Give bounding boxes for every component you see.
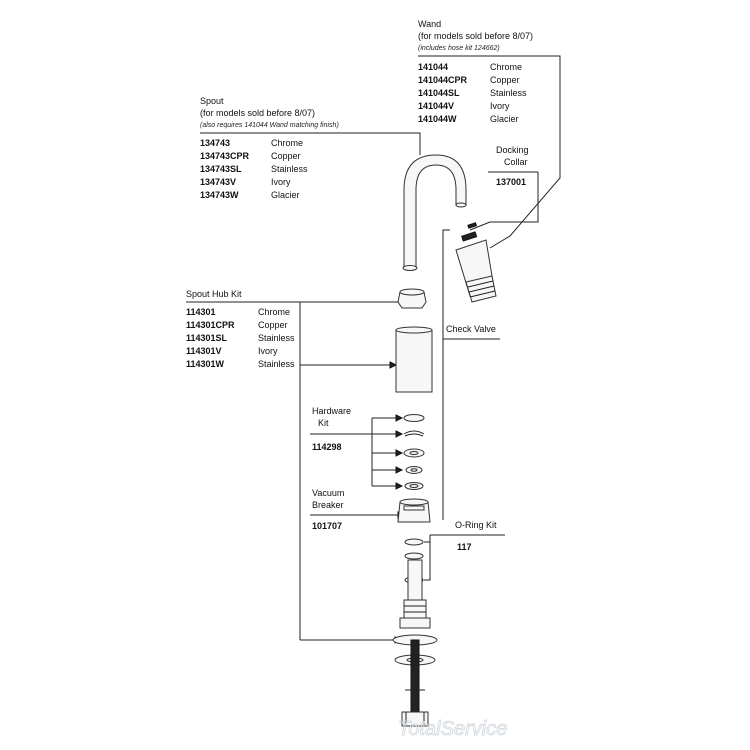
spout-hub-kit-label-group: Spout Hub Kit 114301 Chrome 114301CPR Co… <box>186 289 295 369</box>
watermark-logo: TotalService <box>398 718 507 740</box>
docking-collar-label-group: Docking Collar 137001 <box>488 145 538 187</box>
wand-subnote: (includes hose kit 124662) <box>418 45 500 52</box>
spout-hub-kit-title: Spout Hub Kit <box>186 289 242 299</box>
vacuum-breaker-title: Vacuum <box>312 488 344 498</box>
spout-hub-part-num: 114301SL <box>186 333 228 343</box>
spout-part-finish: Ivory <box>271 177 291 187</box>
vacuum-breaker-part-num: 101707 <box>312 521 342 531</box>
wand-label-group: Wand (for models sold before 8/07) (incl… <box>418 19 538 124</box>
wand-part-num: 141044V <box>418 101 454 111</box>
spout-hub-part-finish: Chrome <box>258 307 290 317</box>
spout-part <box>402 154 467 271</box>
wand-part-num: 141044CPR <box>418 75 468 85</box>
spout-hub-part-finish: Stainless <box>258 359 295 369</box>
docking-collar-part-num: 137001 <box>496 177 526 187</box>
spout-hub-part <box>397 288 427 309</box>
spout-part-num: 134743CPR <box>200 151 250 161</box>
wand-part-num: 141044 <box>418 62 448 72</box>
hardware-kit-part-num: 114298 <box>312 442 342 452</box>
spout-part-finish: Chrome <box>271 138 303 148</box>
spout-subnote: (also requires 141044 Wand matching fini… <box>200 122 339 129</box>
wand-part-finish: Chrome <box>490 62 522 72</box>
hardware-kit-label-group: Hardware Kit 114298 <box>310 406 362 452</box>
valve-body-part <box>399 559 431 629</box>
spout-hub-part-num: 114301V <box>186 346 222 356</box>
spout-part-num: 134743 <box>200 138 230 148</box>
wand-title: Wand <box>418 19 441 29</box>
spout-hub-part-num: 114301CPR <box>186 320 235 330</box>
wand-part <box>455 222 497 303</box>
spout-note: (for models sold before 8/07) <box>200 108 315 118</box>
docking-collar-title: Docking <box>496 145 529 155</box>
hardware-kit-title-2: Kit <box>318 418 329 428</box>
vacuum-breaker-title-2: Breaker <box>312 500 344 510</box>
wand-part-finish: Glacier <box>490 114 519 124</box>
wand-part-finish: Copper <box>490 75 520 85</box>
vacuum-breaker-label-group: Vacuum Breaker 101707 <box>310 488 398 531</box>
oring-kit-title: O-Ring Kit <box>455 520 497 530</box>
spout-part-finish: Glacier <box>271 190 300 200</box>
oring-kit-label-group: O-Ring Kit 117 <box>430 520 505 552</box>
spout-title: Spout <box>200 96 224 106</box>
spout-hub-sleeve <box>395 326 433 393</box>
vacuum-breaker-part <box>397 498 431 523</box>
wand-part-num: 141044SL <box>418 88 460 98</box>
spout-hub-part-finish: Ivory <box>258 346 278 356</box>
spout-part-num: 134743W <box>200 190 239 200</box>
mounting-hardware-part <box>392 634 438 727</box>
wand-part-finish: Stainless <box>490 88 527 98</box>
spout-part-finish: Copper <box>271 151 301 161</box>
hardware-kit-title: Hardware <box>312 406 351 416</box>
spout-hub-part-num: 114301W <box>186 359 225 369</box>
spout-part-num: 134743SL <box>200 164 242 174</box>
spout-part-num: 134743V <box>200 177 236 187</box>
wand-part-num: 141044W <box>418 114 457 124</box>
wand-part-finish: Ivory <box>490 101 510 111</box>
oring-kit-part-num: 117 <box>457 542 472 552</box>
hardware-kit-parts <box>403 414 425 490</box>
spout-hub-part-finish: Stainless <box>258 333 295 343</box>
docking-collar-title-2: Collar <box>504 157 528 167</box>
spout-hub-part-finish: Copper <box>258 320 288 330</box>
spout-hub-part-num: 114301 <box>186 307 216 317</box>
check-valve-label: Check Valve <box>446 324 496 334</box>
wand-note: (for models sold before 8/07) <box>418 31 533 41</box>
spout-part-finish: Stainless <box>271 164 308 174</box>
spout-label-group: Spout (for models sold before 8/07) (als… <box>200 96 360 200</box>
